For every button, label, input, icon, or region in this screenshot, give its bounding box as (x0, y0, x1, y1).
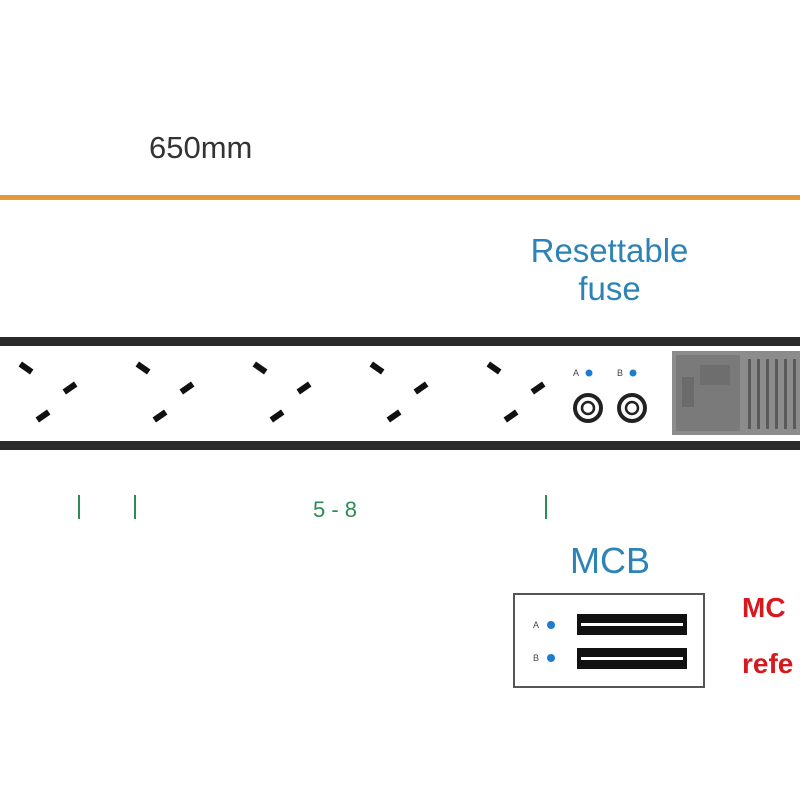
fuse-b-led (629, 369, 637, 377)
vent-slot (748, 359, 751, 429)
socket-slot-right (413, 381, 429, 395)
mcb-frame (513, 593, 705, 688)
fuse-b[interactable]: B (617, 368, 647, 423)
fuse-b-inner-ring (624, 400, 640, 416)
mcb-note-line-2: refe (742, 648, 794, 679)
pdu-face (0, 346, 800, 441)
mcb-panel: A B (513, 593, 705, 688)
pdu-strip: A B (0, 337, 800, 450)
mcb-note-line-1: MC (742, 592, 786, 623)
vent-slot (784, 359, 787, 429)
fuse-b-letter: B (617, 368, 623, 378)
resettable-fuse-label: Resettable fuse (492, 232, 727, 308)
socket-5[interactable] (486, 361, 546, 423)
outlet-group-label: 5 - 8 (312, 497, 358, 522)
fuse-a-inner-ring (580, 400, 596, 416)
meter-icon-area (700, 365, 730, 385)
socket-4[interactable] (369, 361, 429, 423)
fuse-a-led (585, 369, 593, 377)
socket-slot-bottom (503, 409, 519, 423)
dimension-label: 650mm (149, 130, 253, 165)
socket-slot-top (18, 361, 34, 375)
fuse-label-line-1: Resettable (530, 232, 689, 269)
fuse-a-letter: A (573, 368, 579, 378)
socket-1[interactable] (18, 361, 78, 423)
socket-slot-bottom (35, 409, 51, 423)
meter-module (672, 351, 800, 435)
vent-slot (793, 359, 796, 429)
mcb-a-letter: A (533, 620, 539, 630)
meter-text-area (682, 377, 694, 407)
socket-slot-right (530, 381, 546, 395)
vent-slot (757, 359, 760, 429)
fuse-label-line-2: fuse (578, 270, 641, 307)
group-tick-3 (545, 495, 547, 519)
socket-slot-right (179, 381, 195, 395)
socket-slot-right (296, 381, 312, 395)
socket-slot-right (62, 381, 78, 395)
fuse-a-outer-ring (573, 393, 603, 423)
socket-group (18, 361, 546, 423)
vent-slot (766, 359, 769, 429)
dimension-line (0, 195, 800, 200)
socket-2[interactable] (135, 361, 195, 423)
mcb-b-slot (581, 657, 683, 660)
socket-slot-bottom (386, 409, 402, 423)
mcb-a-slot (581, 623, 683, 626)
socket-3[interactable] (252, 361, 312, 423)
mcb-b-led (547, 654, 555, 662)
socket-slot-bottom (269, 409, 285, 423)
socket-slot-top (369, 361, 385, 375)
vent-slot (775, 359, 778, 429)
mcb-breaker-b[interactable]: B (533, 648, 687, 669)
socket-slot-top (486, 361, 502, 375)
fuse-a[interactable]: A (573, 368, 603, 423)
mcb-label: MCB (570, 540, 650, 581)
socket-slot-top (135, 361, 151, 375)
mcb-b-letter: B (533, 653, 539, 663)
socket-slot-bottom (152, 409, 168, 423)
mcb-breaker-a[interactable]: A (533, 614, 687, 635)
socket-slot-top (252, 361, 268, 375)
group-tick-1 (78, 495, 80, 519)
vent-slots (748, 359, 796, 429)
mcb-a-led (547, 621, 555, 629)
group-tick-2 (134, 495, 136, 519)
fuse-b-outer-ring (617, 393, 647, 423)
